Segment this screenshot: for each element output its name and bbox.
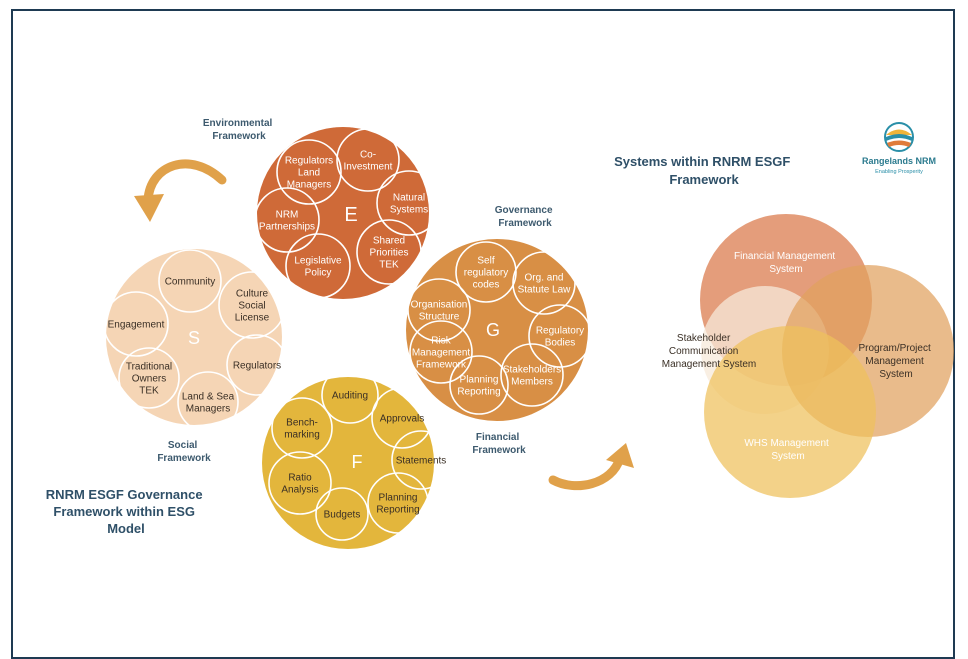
social-item-ring [177,371,239,433]
environmental-item-ring [356,219,422,285]
whs-management-circle [704,326,876,498]
social-item-label: Engagement [108,320,165,331]
financial-item-label: Bench-marking [284,418,320,441]
environmental-letter: E [344,204,357,226]
financial-management-system-label: Financial Management System [734,251,838,275]
governance-item-ring [512,251,576,315]
social-item-ring [118,347,180,409]
financial-letter: F [352,452,363,472]
financial-item-ring [371,387,433,449]
financial-item-ring [321,366,379,424]
environmental-item-ring [376,170,442,236]
governance-item-ring [455,241,517,303]
social-item-ring [158,249,222,313]
financial-item-ring [367,472,429,534]
environmental-item-label: Co-Investment [344,150,393,173]
model-title: RNRM ESGF Governance Framework within ES… [46,487,206,536]
social-item-ring [226,334,288,396]
logo-name: Rangelands NRM [862,156,936,166]
systems-venn [700,214,954,498]
social-item-ring [218,271,286,339]
rangelands-logo-icon [884,122,914,152]
environmental-framework-label: Environmental Framework [203,118,275,142]
financial-item-label: Statements [396,456,447,467]
financial-framework-label: Financial Framework [472,432,526,456]
social-letter: S [188,328,200,348]
systems-title: Systems within RNRM ESGF Framework [614,154,794,187]
program-project-label: Program/Project Management System [858,343,933,380]
governance-letter: G [486,320,500,340]
financial-item-ring [268,451,332,515]
arrow-bottom-right-icon [548,443,634,491]
arrow-top-left-icon [134,159,227,222]
financial-item-label: Approvals [380,414,424,425]
social-circle [106,249,282,425]
financial-item-label: Auditing [332,391,368,402]
environmental-item-ring [254,187,320,253]
governance-framework-label: Governance Framework [495,205,556,229]
social-item-ring [103,291,169,357]
governance-item-ring [528,304,592,368]
social-framework-label: Social Framework [157,440,211,464]
social-item-label: Community [165,277,216,288]
environmental-circle [257,127,429,299]
whs-management-label: WHS Management System [744,438,831,462]
governance-item-ring [407,278,471,342]
logo-tagline: Enabling Prosperity [875,169,923,175]
environmental-item-ring [276,139,342,205]
financial-item-ring [315,487,369,541]
stakeholder-communication-label: Stakeholder Communication Management Sys… [662,333,757,370]
environmental-item-ring [336,128,400,192]
rangelands-logo: Rangelands NRM Enabling Prosperity [862,122,936,175]
governance-item-ring [409,320,473,384]
financial-item-label: Budgets [324,510,361,521]
financial-circle [262,377,434,549]
social-item-label: Regulators [233,361,281,372]
environmental-item-ring [285,233,351,299]
financial-item-ring [271,397,333,459]
governance-item-ring [449,355,509,415]
financial-item-ring [391,430,451,490]
governance-item-ring [500,343,564,407]
